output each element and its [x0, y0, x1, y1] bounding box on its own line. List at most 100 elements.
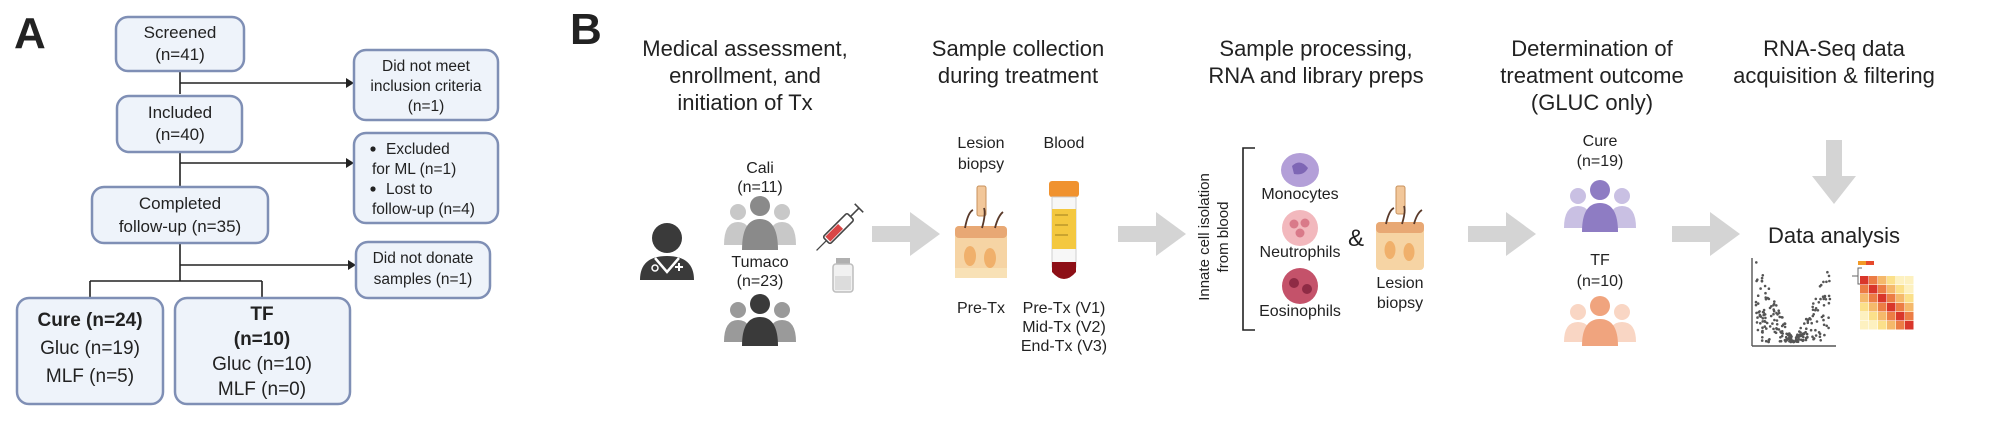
svg-text:Sample processing,: Sample processing,	[1219, 36, 1412, 61]
svg-text:(GLUC only): (GLUC only)	[1531, 90, 1653, 115]
cure-gluc: Gluc (n=19)	[40, 338, 140, 359]
volcano-dot	[1812, 337, 1816, 340]
lost-bullet2a: Lost to	[386, 181, 433, 198]
cure-outcome-label: Cure	[1583, 133, 1618, 150]
volcano-dot	[1779, 339, 1783, 343]
volcano-dot	[1756, 278, 1759, 282]
monocytes-label: Monocytes	[1261, 186, 1338, 203]
volcano-dot	[1828, 279, 1831, 283]
volcano-dot	[1756, 316, 1759, 319]
not-meet-box: Did not meet inclusion criteria (n=1)	[352, 48, 500, 122]
volcano-dot	[1822, 323, 1826, 327]
volcano-dot	[1757, 311, 1760, 314]
included-box: Included (n=40)	[115, 94, 244, 154]
volcano-dot	[1785, 332, 1788, 336]
volcano-dot	[1822, 304, 1826, 307]
volcano-dot	[1824, 298, 1828, 301]
volcano-dot	[1800, 338, 1803, 342]
volcano-dot	[1806, 335, 1809, 339]
svg-text:Innate cell isolation: Innate cell isolation	[1196, 173, 1213, 301]
volcano-dot	[1823, 333, 1826, 337]
volcano-dot	[1827, 316, 1830, 320]
volcano-dot	[1759, 287, 1762, 290]
tf-count: (n=10)	[234, 329, 291, 350]
vial-icon	[832, 258, 854, 293]
volcano-dot	[1786, 337, 1790, 341]
volcano-dot	[1804, 338, 1808, 342]
step4-header: Determination of treatment outcome (GLUC…	[1500, 36, 1683, 115]
volcano-dot	[1814, 328, 1817, 332]
heatmap-cell	[1869, 285, 1878, 294]
volcano-dot	[1761, 320, 1764, 323]
completed-box: Completed follow-up (n=35)	[90, 185, 270, 245]
volcano-dot	[1811, 305, 1814, 309]
volcano-dot	[1754, 303, 1758, 307]
excluded-bullet1a: Excluded	[386, 141, 450, 158]
volcano-dot	[1775, 311, 1778, 315]
included-title: Included	[148, 103, 212, 122]
panel-a-label: A	[14, 9, 46, 58]
not-meet-line2: inclusion criteria	[370, 78, 482, 95]
heatmap-cell	[1878, 312, 1887, 321]
tf-outcome-count: (n=10)	[1577, 273, 1624, 290]
heatmap-cell	[1869, 312, 1878, 321]
volcano-dot	[1794, 339, 1797, 343]
panel-b-label: B	[570, 5, 602, 54]
heatmap-cell	[1896, 294, 1905, 303]
volcano-dot	[1783, 325, 1787, 329]
heatmap-cell	[1869, 276, 1878, 285]
heatmap-cell	[1887, 294, 1896, 303]
heatmap-cell	[1878, 285, 1887, 294]
syringe-icon	[816, 203, 864, 251]
volcano-dot	[1828, 297, 1832, 301]
tf-people-icon	[1564, 296, 1636, 346]
volcano-dot	[1761, 336, 1764, 339]
volcano-dot	[1784, 335, 1788, 339]
volcano-dot	[1755, 261, 1758, 264]
volcano-dot	[1770, 305, 1773, 308]
volcano-dot	[1764, 291, 1767, 295]
volcano-dot	[1825, 280, 1828, 284]
volcano-dot	[1783, 338, 1787, 342]
volcano-dot	[1775, 304, 1778, 307]
volcano-dot	[1761, 274, 1765, 277]
volcano-dot	[1780, 324, 1784, 328]
volcano-dot	[1811, 314, 1815, 318]
step3-header: Sample processing, RNA and library preps	[1208, 36, 1423, 88]
volcano-dot	[1805, 332, 1809, 336]
volcano-dot	[1820, 315, 1824, 319]
heatmap-cell	[1896, 285, 1905, 294]
volcano-dot	[1772, 303, 1775, 307]
heatmap-cell	[1869, 303, 1878, 312]
skin-tissue-icon-2	[1376, 205, 1424, 270]
heatmap-cell	[1905, 312, 1914, 321]
not-meet-line3: (n=1)	[408, 98, 445, 115]
cure-box: Cure (n=24) Gluc (n=19) MLF (n=5)	[15, 296, 165, 406]
volcano-dot	[1754, 300, 1758, 304]
volcano-dot	[1772, 309, 1776, 313]
volcano-dot	[1760, 279, 1764, 283]
volcano-dot	[1817, 331, 1821, 334]
heatmap-icon	[1852, 261, 1914, 330]
volcano-dot	[1827, 294, 1831, 298]
svg-text:Sample collection: Sample collection	[932, 36, 1104, 61]
volcano-dot	[1761, 310, 1765, 314]
heatmap-cell	[1887, 276, 1896, 285]
heatmap-cell	[1905, 294, 1914, 303]
volcano-dot	[1773, 300, 1776, 303]
volcano-dot	[1761, 317, 1765, 320]
volcano-dot	[1805, 327, 1808, 331]
volcano-dot	[1802, 332, 1806, 335]
volcano-dot	[1804, 317, 1808, 321]
volcano-dot	[1798, 333, 1801, 337]
volcano-dot	[1767, 287, 1771, 291]
volcano-dot	[1822, 297, 1825, 301]
included-count: (n=40)	[155, 125, 205, 144]
svg-text:acquisition & filtering: acquisition & filtering	[1733, 63, 1935, 88]
heatmap-cell	[1869, 294, 1878, 303]
volcano-dot	[1827, 326, 1830, 330]
svg-text:during treatment: during treatment	[938, 63, 1098, 88]
volcano-dot	[1769, 314, 1773, 318]
screened-title: Screened	[144, 23, 217, 42]
